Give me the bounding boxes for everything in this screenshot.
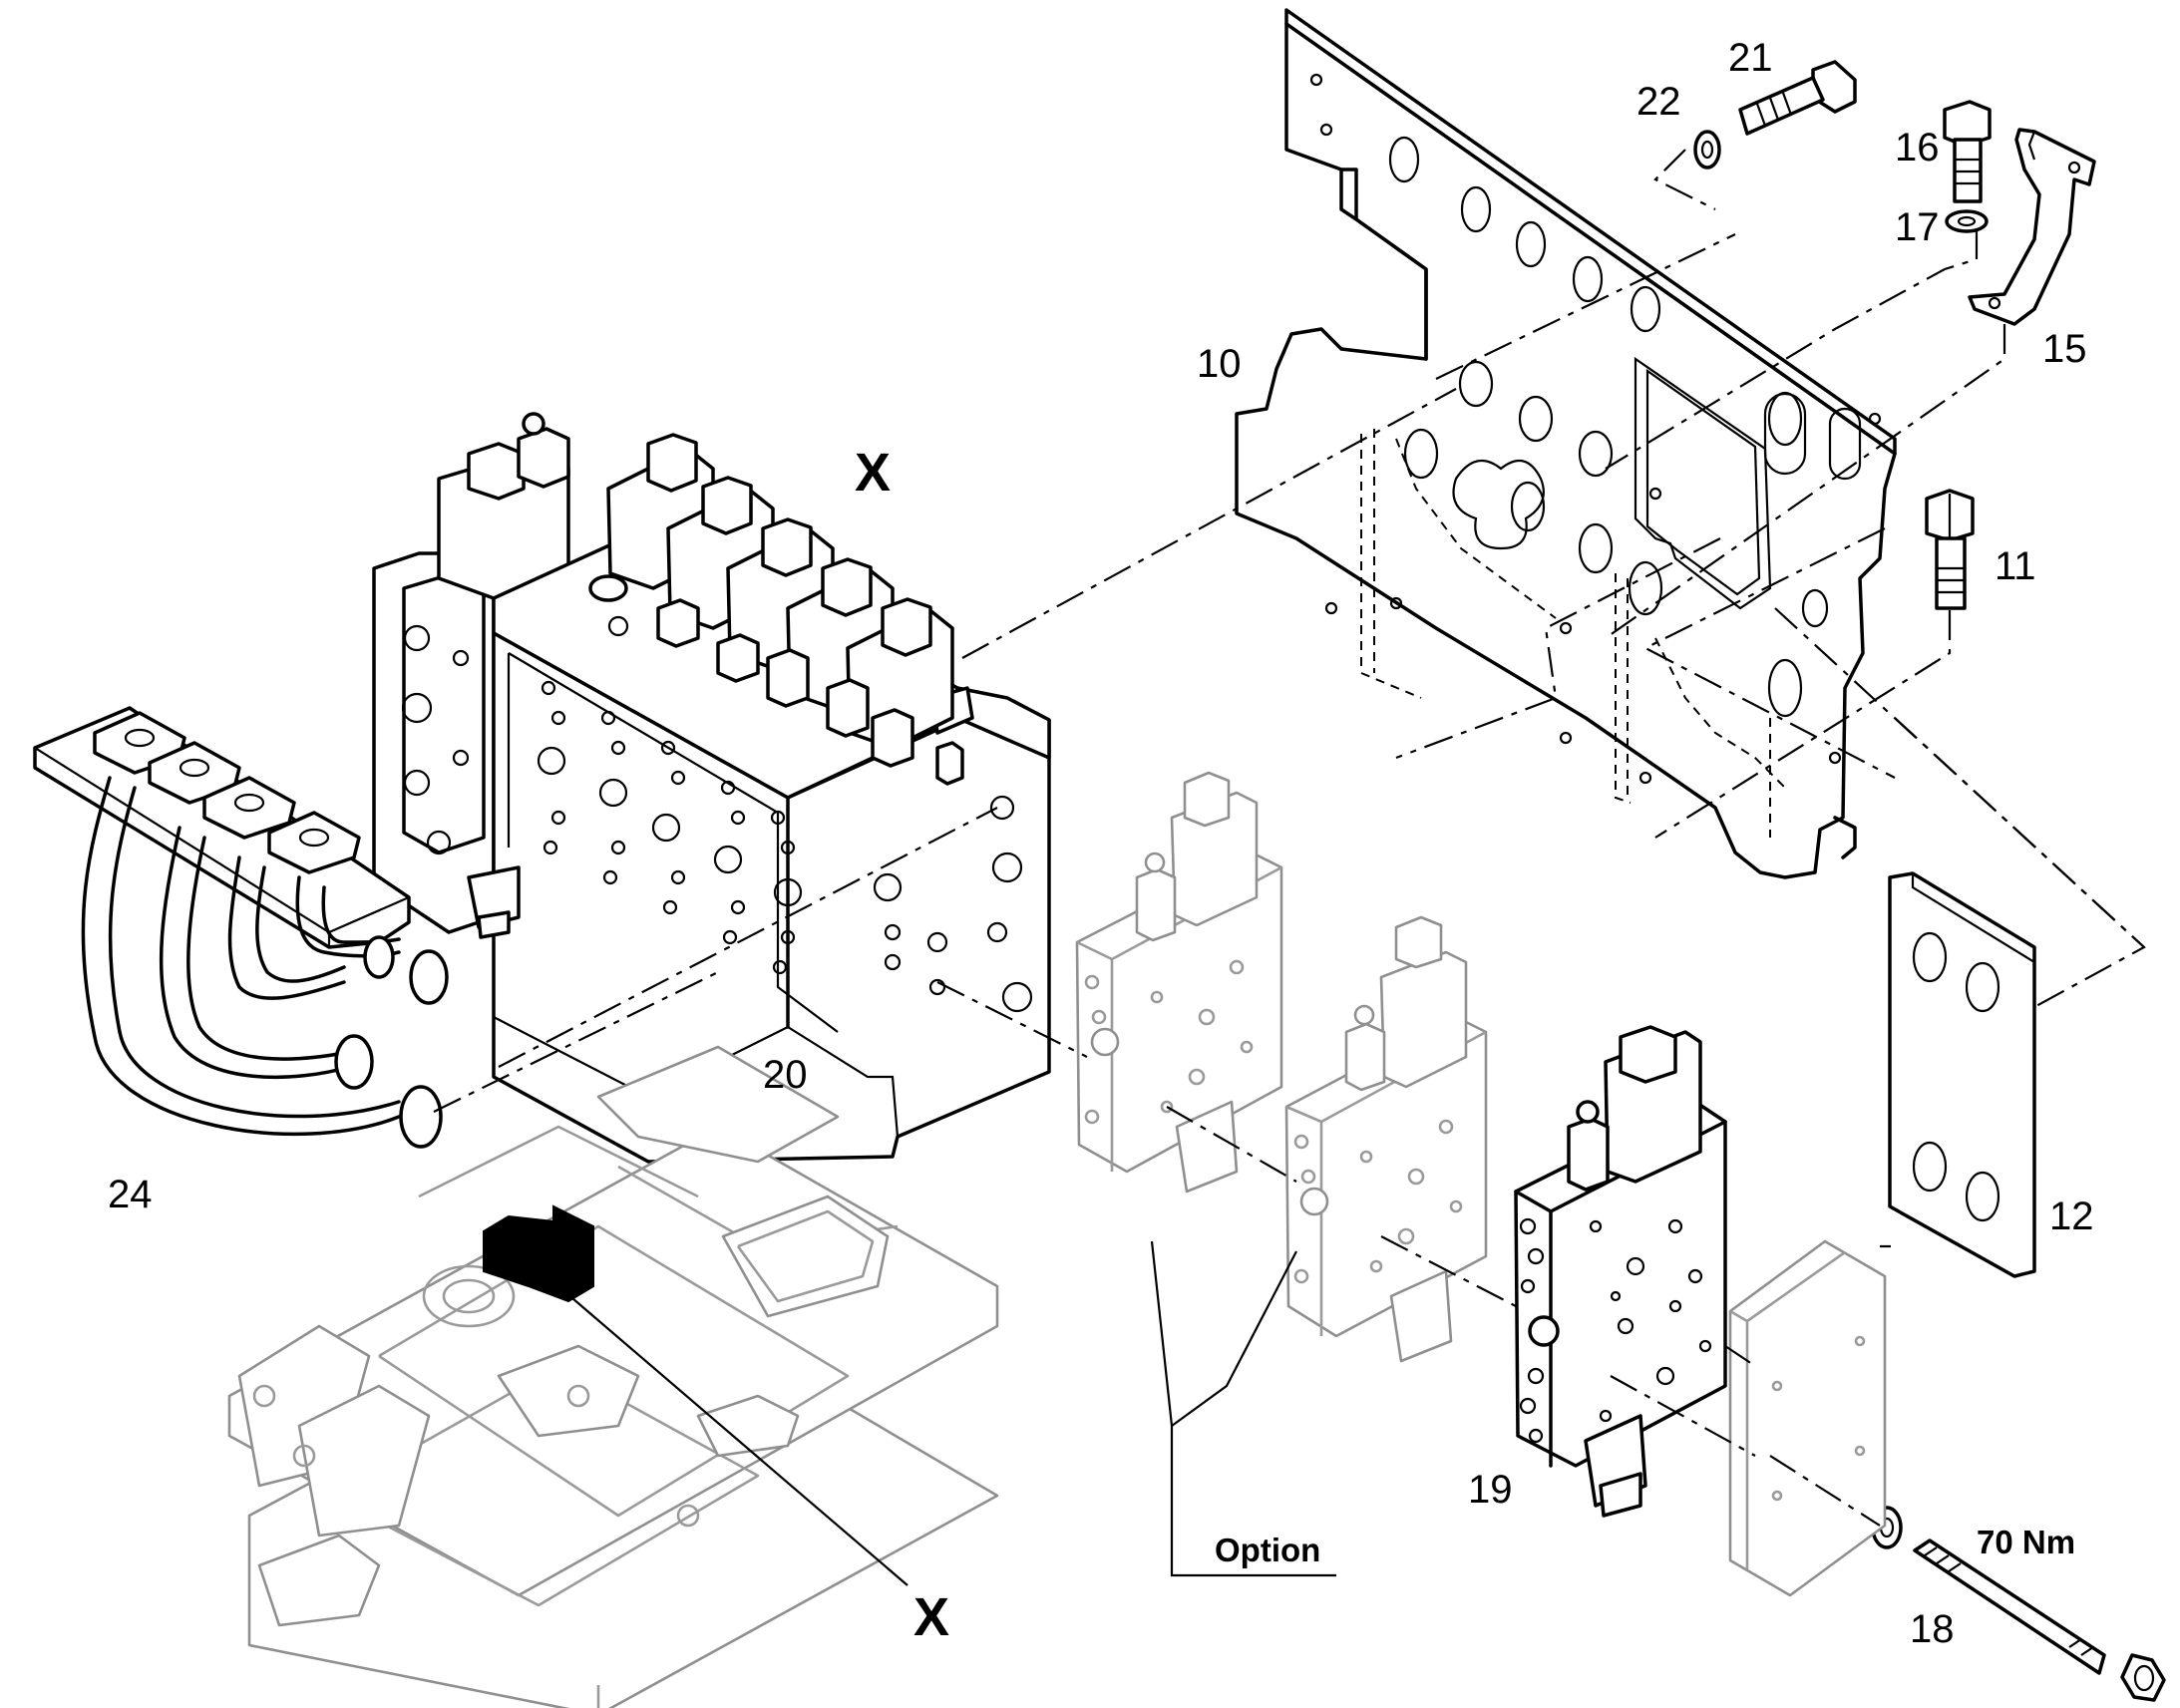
view-marker-x-top: X (855, 443, 892, 503)
callout-11: 11 (1995, 544, 2036, 588)
option-label: Option (1215, 1532, 1321, 1568)
stud-bolt-18 (1913, 1538, 2106, 1675)
callout-22: 22 (1636, 80, 1681, 124)
bolt-11 (1925, 489, 1975, 610)
end-plate (1728, 1239, 1887, 1597)
washer-17 (1945, 209, 1989, 233)
callout-18: 18 (1910, 1607, 1955, 1651)
pipe-manifold-24 (33, 706, 449, 1149)
spacer-plate-12 (1888, 871, 2036, 1278)
bracket-15 (1968, 128, 2096, 326)
option-valve-2 (1284, 915, 1488, 1363)
view-marker-x-bottom: X (913, 1587, 950, 1647)
machine-frame (227, 1045, 999, 1708)
callout-20: 20 (763, 1053, 808, 1097)
assembly-centerlines (433, 149, 2146, 1527)
mounting-plate-10 (1235, 8, 1897, 879)
callout-21: 21 (1728, 36, 1773, 80)
callout-12: 12 (2049, 1195, 2094, 1238)
callout-16: 16 (1895, 126, 1940, 170)
callout-15: 15 (2042, 327, 2087, 371)
bolt-16 (1943, 100, 1992, 203)
torque-spec-label: 70 Nm (1977, 1524, 2076, 1560)
washer-22 (1693, 130, 1721, 170)
callout-10: 10 (1197, 342, 1242, 386)
nut-18 (2120, 1653, 2166, 1702)
bolt-21 (1738, 60, 1857, 136)
section-valve-19 (1514, 1025, 1727, 1518)
leader-lines (557, 1240, 1891, 1586)
callout-19: 19 (1468, 1468, 1513, 1512)
control-valve-block-20 (372, 412, 1051, 1164)
callout-24: 24 (108, 1173, 153, 1216)
option-valve-1 (1075, 771, 1283, 1194)
callout-17: 17 (1895, 205, 1940, 249)
